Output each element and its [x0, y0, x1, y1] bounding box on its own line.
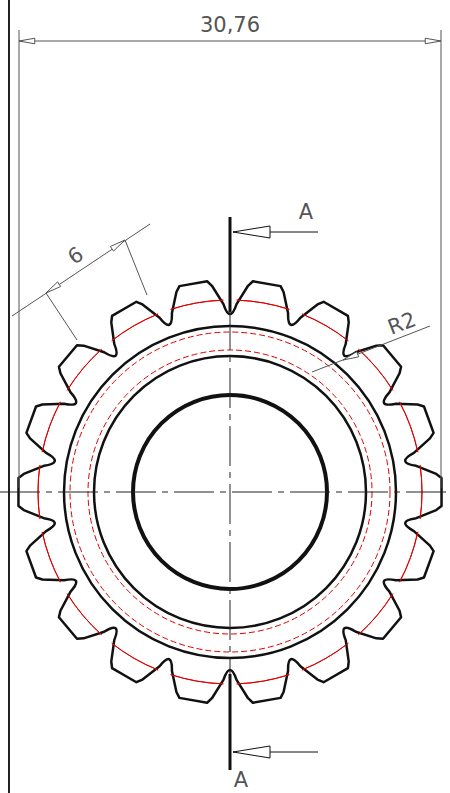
section-letter: A — [234, 770, 248, 791]
dimension-arrow — [425, 38, 441, 44]
radius-value: R2 — [385, 309, 419, 339]
tooth-arc — [302, 314, 348, 341]
dimension-arrow — [19, 38, 35, 44]
dimension-value: 30,76 — [200, 15, 260, 36]
leader-line — [312, 326, 430, 372]
tooth-arc — [237, 675, 290, 684]
tooth-arc — [302, 643, 348, 670]
tooth-arc — [112, 643, 158, 670]
section-letter: A — [299, 202, 313, 223]
section-line — [229, 217, 232, 312]
extension-line — [441, 30, 442, 488]
section-line — [229, 674, 232, 770]
tooth-arc — [112, 314, 158, 341]
frame-border — [8, 0, 10, 793]
extension-line — [125, 240, 147, 295]
tooth-arc — [67, 349, 101, 390]
leader-arrow — [343, 352, 359, 360]
dimension-line — [19, 41, 441, 42]
tooth-arc — [171, 675, 224, 684]
dimension-value: 6 — [65, 244, 88, 269]
tooth-arc — [42, 402, 60, 452]
tooth-arc — [358, 594, 392, 635]
center-line — [0, 492, 450, 493]
extension-line — [19, 30, 20, 488]
tooth-arc — [400, 402, 418, 452]
center-line — [230, 310, 231, 676]
extension-line — [46, 293, 77, 340]
tooth-arc — [42, 532, 60, 582]
dimension-line — [12, 224, 150, 316]
dimension-arrow — [46, 282, 61, 293]
dimension-arrow — [110, 240, 125, 251]
tooth-arc — [358, 349, 392, 390]
tooth-arc — [67, 594, 101, 635]
tooth-arc — [237, 300, 290, 309]
section-arrowhead — [233, 746, 270, 758]
tooth-arc — [171, 300, 224, 309]
tooth-arc — [400, 532, 418, 582]
section-arrowhead — [233, 226, 270, 238]
